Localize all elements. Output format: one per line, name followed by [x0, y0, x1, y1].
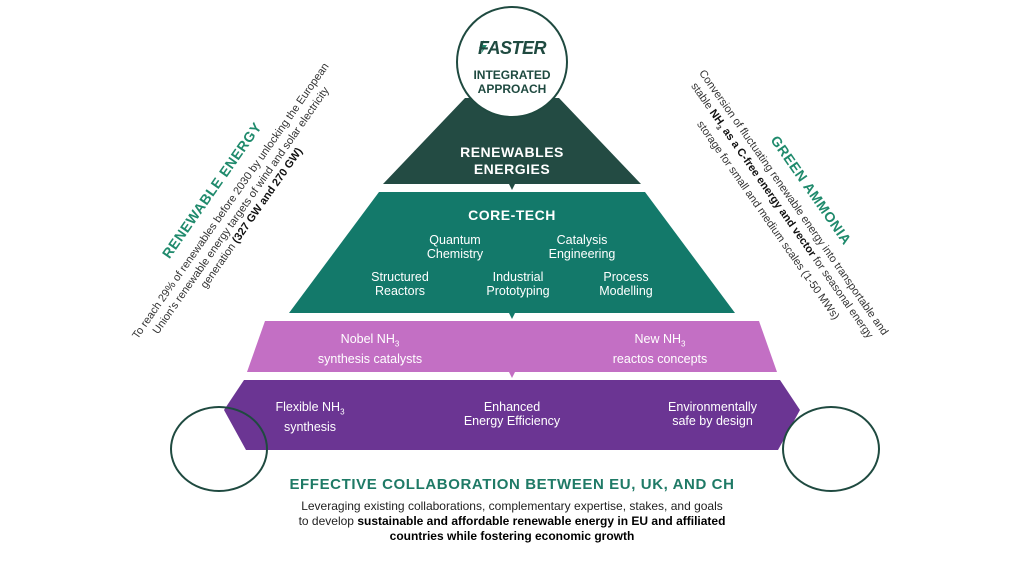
benefit-mid-line1: Enhanced [483, 400, 541, 414]
renewables-label-line1: RENEWABLES [460, 144, 564, 160]
core-tech-item-structured-reactors: Structured Reactors [350, 270, 450, 298]
benefit-energy-efficiency: Enhanced Energy Efficiency [437, 400, 587, 428]
catalysts-left-line1: Nobel NH3 [340, 332, 400, 349]
item-line2: Engineering [548, 247, 616, 261]
item-line2: Prototyping [486, 284, 550, 298]
collaboration-line1: Leveraging existing collaborations, comp… [301, 499, 723, 513]
collaboration-title: EFFECTIVE COLLABORATION BETWEEN EU, UK, … [289, 476, 735, 493]
logo-subtitle-line1: INTEGRATED [473, 68, 551, 82]
logo-subtitle-line2: APPROACH [477, 82, 547, 96]
catalysts-right-line2: reactos concepts [612, 351, 708, 366]
item-line2: Chemistry [426, 247, 484, 261]
logo-subtitle: INTEGRATED APPROACH [456, 68, 568, 96]
catalysts-layer-shape [247, 321, 777, 372]
benefit-flexible-synthesis: Flexible NH3 synthesis [245, 400, 375, 434]
renewables-label: RENEWABLES ENERGIES [412, 144, 612, 178]
item-line1: Quantum [429, 233, 481, 247]
benefit-safe-by-design: Environmentally safe by design [640, 400, 785, 428]
benefits-layer-shape [224, 380, 800, 450]
collaboration-body: Leveraging existing collaborations, comp… [0, 499, 1024, 544]
core-tech-title: CORE-TECH [468, 207, 556, 223]
benefit-right-line1: Environmentally [668, 400, 757, 414]
benefit-left-line1: Flexible NH3 [275, 400, 345, 417]
core-tech-item-process-modelling: Process Modelling [576, 270, 676, 298]
logo-circle [456, 6, 568, 118]
catalysts-left-line2: synthesis catalysts [317, 351, 423, 366]
logo-bolt-icon [479, 40, 487, 54]
catalysts-left-label: Nobel NH3 synthesis catalysts [290, 332, 450, 366]
core-tech-item-quantum-chemistry: Quantum Chemistry [405, 233, 505, 261]
item-line2: Modelling [599, 284, 653, 298]
item-line1: Catalysis [556, 233, 608, 247]
core-tech-item-catalysis-engineering: Catalysis Engineering [532, 233, 632, 261]
item-line1: Industrial [492, 270, 544, 284]
benefit-mid-line2: Energy Efficiency [463, 414, 561, 428]
renewables-layer-shape [383, 98, 641, 184]
renewables-label-line2: ENERGIES [473, 161, 551, 177]
item-line1: Structured [371, 270, 429, 284]
bottom-left-circle [170, 406, 268, 492]
benefit-left-line2: synthesis [283, 419, 337, 434]
collaboration-line3: countries while fostering economic growt… [389, 529, 635, 543]
connector-arrows [509, 184, 515, 378]
core-tech-item-industrial-prototyping: Industrial Prototyping [468, 270, 568, 298]
logo-brand: FASTER [477, 38, 547, 58]
benefit-right-line2: safe by design [672, 414, 753, 428]
catalysts-right-label: New NH3 reactos concepts [580, 332, 740, 366]
collaboration-line2: to develop sustainable and affordable re… [298, 514, 726, 528]
core-tech-layer-shape [289, 192, 735, 313]
item-line1: Process [603, 270, 649, 284]
item-line2: Reactors [374, 284, 426, 298]
catalysts-right-line1: New NH3 [634, 332, 686, 349]
bottom-right-circle [782, 406, 880, 492]
